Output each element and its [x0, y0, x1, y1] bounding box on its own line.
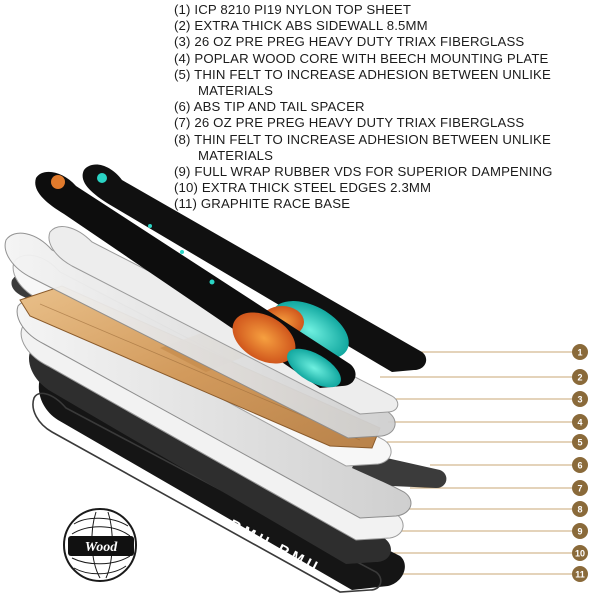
legend-item-text: (8) THIN FELT TO INCREASE ADHESION BETWE…: [174, 131, 551, 147]
svg-text:3: 3: [577, 395, 582, 405]
legend-item-9: (9) FULL WRAP RUBBER VDS FOR SUPERIOR DA…: [174, 164, 598, 180]
legend-item-text: (1) ICP 8210 PI19 NYLON TOP SHEET: [174, 2, 412, 17]
leader-lines: [360, 351, 572, 575]
svg-text:11: 11: [575, 570, 585, 580]
legend-item-text: (6) ABS TIP AND TAIL SPACER: [174, 99, 365, 115]
svg-text:5: 5: [577, 438, 582, 448]
legend-item-11: (11) GRAPHITE RACE BASE: [174, 196, 598, 212]
legend-item-text: (9) FULL WRAP RUBBER VDS FOR SUPERIOR DA…: [174, 164, 553, 180]
svg-text:1: 1: [577, 348, 582, 358]
svg-text:2: 2: [577, 373, 582, 383]
legend-item-10: (10) EXTRA THICK STEEL EDGES 2.3MM: [174, 180, 598, 196]
marker-3: 3: [572, 391, 588, 407]
marker-5: 5: [572, 434, 588, 450]
wood-badge: Wood: [63, 508, 137, 582]
marker-6: 6: [572, 457, 588, 473]
legend-item-4: (4) POPLAR WOOD CORE WITH BEECH MOUNTING…: [174, 51, 598, 67]
marker-10: 10: [572, 545, 588, 561]
legend-item-text: (2) EXTRA THICK ABS SIDEWALL 8.5MM: [174, 18, 428, 34]
marker-1: 1: [572, 344, 588, 360]
marker-2: 2: [572, 369, 588, 385]
marker-7: 7: [572, 480, 588, 496]
wood-badge-label-bg: [68, 536, 134, 556]
wood-badge-label: Wood: [85, 540, 118, 555]
legend-item-text: (4) POPLAR WOOD CORE WITH BEECH MOUNTING…: [174, 50, 549, 66]
layer-legend: (1) ICP 8210 PI19 NYLON TOP SHEET (2) EX…: [174, 2, 598, 213]
layer-top-sheet: [35, 164, 427, 388]
svg-text:7: 7: [577, 484, 582, 494]
legend-item-continuation: MATERIALS: [198, 147, 274, 163]
svg-text:8: 8: [577, 505, 582, 515]
legend-item-1: (1) ICP 8210 PI19 NYLON TOP SHEET: [174, 2, 598, 18]
legend-item-5: (5) THIN FELT TO INCREASE ADHESION BETWE…: [174, 67, 598, 99]
marker-8: 8: [572, 501, 588, 517]
legend-item-text: (3) 26 OZ PRE PREG HEAVY DUTY TRIAX FIBE…: [174, 34, 525, 50]
svg-text:10: 10: [575, 549, 585, 559]
legend-item-text: (11) GRAPHITE RACE BASE: [174, 196, 351, 212]
legend-item-continuation: MATERIALS: [198, 83, 274, 99]
legend-item-text: (5) THIN FELT TO INCREASE ADHESION BETWE…: [174, 66, 551, 82]
legend-item-7: (7) 26 OZ PRE PREG HEAVY DUTY TRIAX FIBE…: [174, 115, 598, 131]
layer-steel-edges: [32, 392, 382, 593]
marker-11: 11: [572, 566, 588, 582]
legend-item-text: (10) EXTRA THICK STEEL EDGES 2.3MM: [174, 180, 432, 196]
legend-item-8: (8) THIN FELT TO INCREASE ADHESION BETWE…: [174, 132, 598, 164]
svg-text:4: 4: [577, 418, 582, 428]
legend-item-2: (2) EXTRA THICK ABS SIDEWALL 8.5MM: [174, 18, 598, 34]
legend-item-text: (7) 26 OZ PRE PREG HEAVY DUTY TRIAX FIBE…: [174, 115, 525, 131]
legend-item-6: (6) ABS TIP AND TAIL SPACER: [174, 99, 598, 115]
marker-9: 9: [572, 523, 588, 539]
markers: 1 2 3 4 5 6 7 8 9 10 11: [572, 344, 588, 582]
svg-text:9: 9: [577, 527, 582, 537]
legend-item-3: (3) 26 OZ PRE PREG HEAVY DUTY TRIAX FIBE…: [174, 34, 598, 50]
svg-text:6: 6: [577, 461, 582, 471]
marker-4: 4: [572, 414, 588, 430]
layer-fiberglass-upper: [4, 232, 396, 439]
